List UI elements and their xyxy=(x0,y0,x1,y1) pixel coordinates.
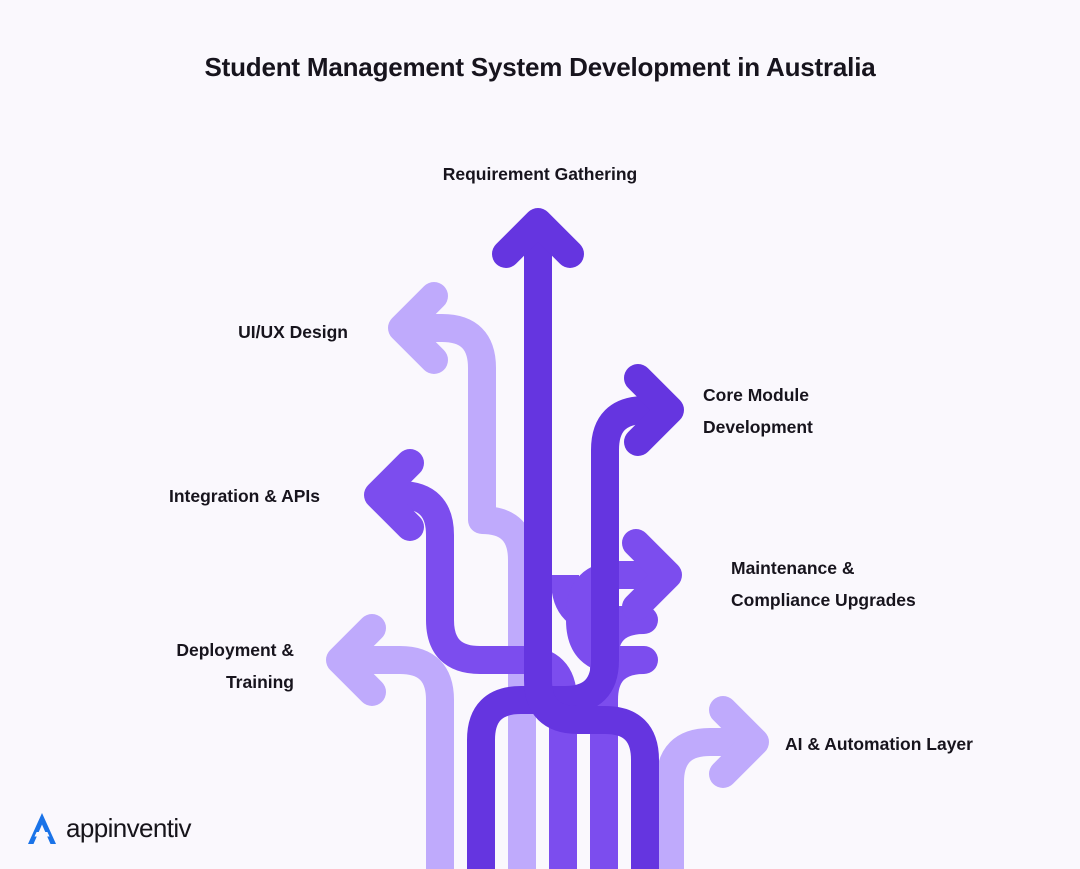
ribbon-ai-automation-layer xyxy=(656,696,769,869)
ribbon-core-module-development xyxy=(467,364,684,869)
appinventiv-logo: appinventiv xyxy=(20,806,192,850)
appinventiv-a-mark-icon xyxy=(28,813,56,844)
appinventiv-wordmark: appinventiv xyxy=(66,813,192,843)
ribbon-integration-apis xyxy=(364,449,577,869)
ribbon-requirement-gathering xyxy=(492,208,659,869)
stage-label-ai-automation-layer: AI & Automation Layer xyxy=(785,734,973,754)
page-title: Student Management System Development in… xyxy=(204,52,876,82)
ribbon-deployment-training xyxy=(326,614,454,869)
stage-label-uiux-design: UI/UX Design xyxy=(238,322,348,342)
ribbon-uiux-design xyxy=(388,282,536,869)
stage-label-core-module-development: Core Module Development xyxy=(703,385,813,437)
stage-label-integration-apis: Integration & APIs xyxy=(168,486,320,506)
stage-label-maintenance-compliance-upgrades: Maintenance & Compliance Upgrades xyxy=(731,558,916,610)
stage-label-deployment-training: Deployment & Training xyxy=(176,640,294,692)
stage-label-requirement-gathering: Requirement Gathering xyxy=(442,164,638,184)
